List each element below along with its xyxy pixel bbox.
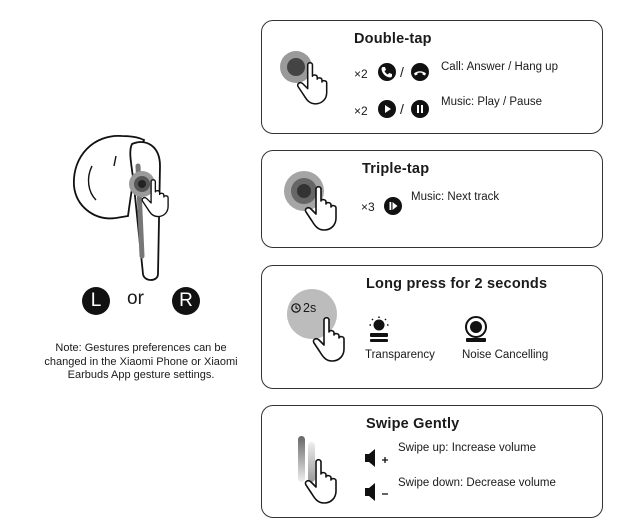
double-tap-call-text: Call: Answer / Hang up	[441, 61, 558, 73]
right-earbud-badge: R	[172, 287, 200, 315]
pause-icon	[411, 100, 429, 118]
earbud-illustration	[64, 126, 184, 286]
finger-press-icon	[287, 289, 345, 362]
noise-cancelling-label: Noise Cancelling	[462, 349, 549, 361]
double-tap-count-1: ×2	[354, 67, 368, 81]
triple-tap-title: Triple-tap	[362, 161, 430, 177]
swipe-card: Swipe Gently Swipe up: Increase volume S…	[261, 405, 603, 518]
double-tap-title: Double-tap	[354, 31, 432, 47]
slash-separator: /	[400, 101, 404, 117]
finger-swipe-icon	[298, 436, 337, 504]
volume-up-icon	[365, 449, 388, 467]
slash-separator: /	[400, 64, 404, 80]
finger-tap-icon	[284, 171, 337, 231]
next-track-icon	[384, 197, 402, 215]
swipe-down-text: Swipe down: Decrease volume	[398, 477, 556, 489]
swipe-up-text: Swipe up: Increase volume	[398, 442, 537, 454]
triple-tap-card: Triple-tap ×3 Music: Next track	[261, 150, 603, 248]
gesture-note: Note: Gestures preferences can be change…	[44, 342, 238, 381]
double-tap-card: Double-tap ×2 / Call: Answer / Hang up ×…	[261, 20, 603, 134]
transparency-label: Transparency	[365, 349, 435, 361]
left-earbud-badge: L	[82, 287, 110, 315]
swipe-title: Swipe Gently	[366, 416, 460, 432]
phone-hangup-icon	[411, 63, 429, 81]
triple-tap-text: Music: Next track	[411, 191, 500, 203]
long-press-card: Long press for 2 seconds 2s Transparency…	[261, 265, 603, 389]
or-label: or	[127, 288, 144, 309]
phone-answer-icon	[378, 63, 396, 81]
volume-down-icon	[365, 483, 388, 501]
long-press-title: Long press for 2 seconds	[366, 276, 548, 292]
noise-cancelling-icon	[465, 316, 487, 342]
transparency-mode-icon	[369, 316, 389, 342]
finger-tap-icon	[280, 51, 328, 105]
play-icon	[378, 100, 396, 118]
double-tap-count-2: ×2	[354, 104, 368, 118]
timer-label: 2s	[303, 301, 317, 315]
triple-tap-count: ×3	[361, 200, 375, 214]
double-tap-music-text: Music: Play / Pause	[441, 96, 542, 108]
earbud-icon	[73, 135, 169, 281]
